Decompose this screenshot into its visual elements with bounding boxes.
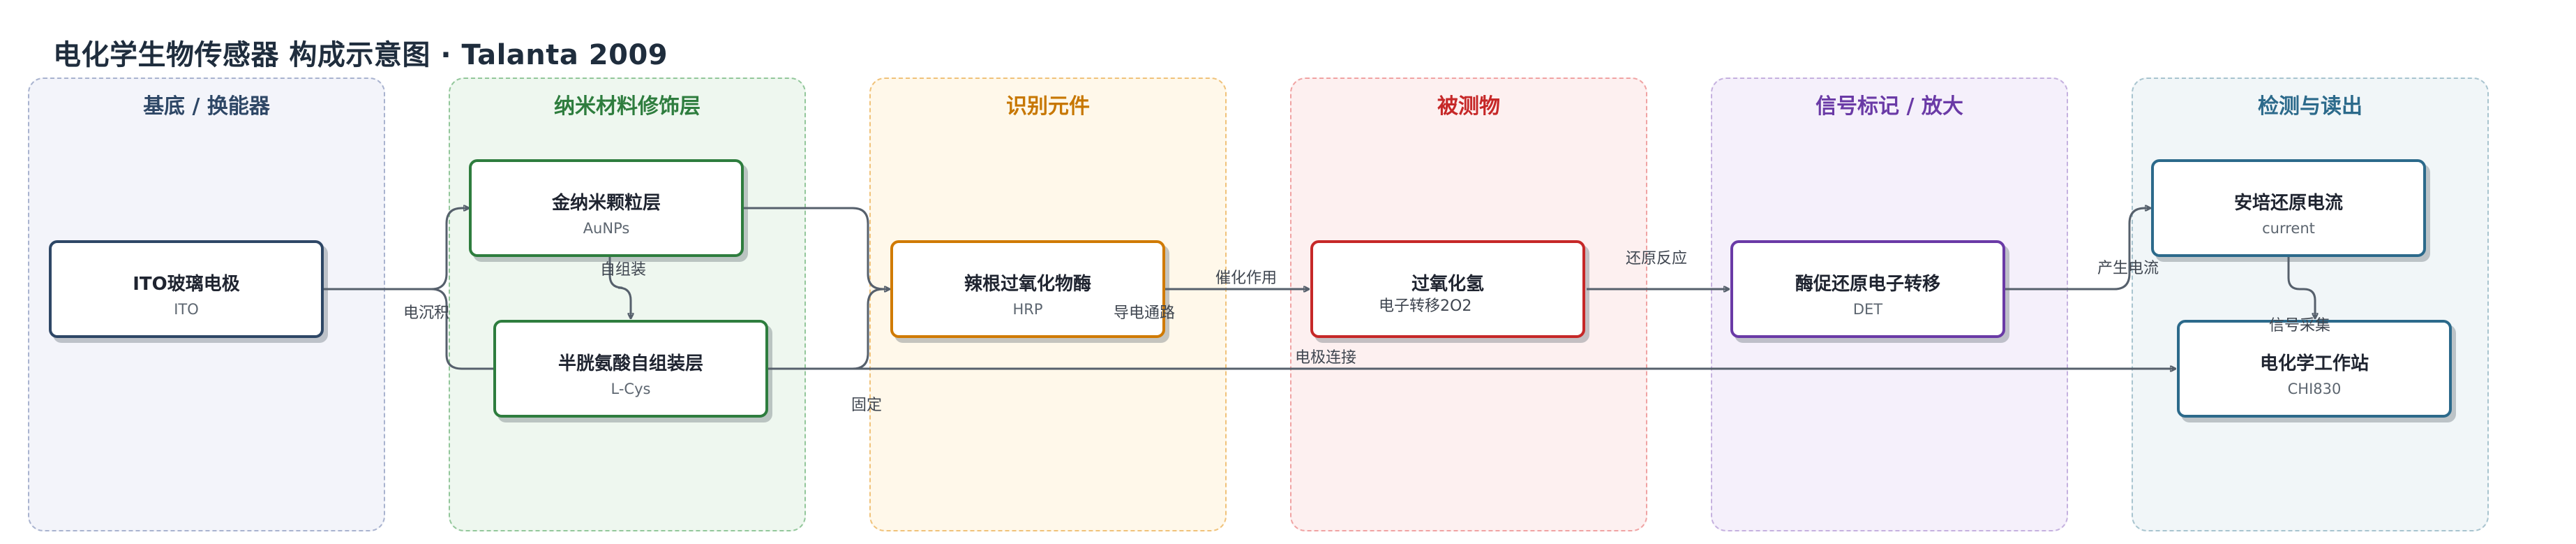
node-sub: DET [1852,301,1883,318]
panel-title-detection: 检测与读出 [2258,94,2362,119]
edge-label-self-assembly: 自组装 [600,261,647,279]
edge-label-electron-transfer: 电子转移2O2 [1379,297,1472,315]
node-name: 半胱氨酸自组装层 [557,353,703,374]
node-name: 过氧化氢 [1411,274,1484,295]
panel-title-nanomaterial: 纳米材料修饰层 [554,94,701,119]
node-name: 酶促还原电子转移 [1795,274,1940,295]
node-gold-nanoparticles: 金纳米颗粒层 AuNPs [469,159,744,257]
node-name: 辣根过氧化物酶 [964,274,1091,295]
panel-title-recognition: 识别元件 [1006,94,1090,119]
edge-label-reduction: 还原反应 [1626,250,1688,267]
edge-ito-aunps [322,208,469,291]
edge-label-conductive-path: 导电通路 [1114,304,1176,322]
edge-label-signal-acquisition: 信号采集 [2269,317,2331,335]
panel-title-substrate: 基底 / 换能器 [143,94,270,119]
edge-aunps-lcys [608,257,631,318]
node-cysteine-layer: 半胱氨酸自组装层 L-Cys [493,320,768,418]
panel-detection: 检测与读出 [2132,78,2489,531]
node-sub: ITO [174,301,199,318]
edge-label-electrodeposition: 电沉积 [403,304,450,322]
node-enzymatic-det: 酶促还原电子转移 DET [1730,240,2005,338]
node-hrp: 辣根过氧化物酶 HRP [890,240,1165,338]
node-hydrogen-peroxide: 过氧化氢 [1310,240,1585,338]
edge-label-immobilization: 固定 [851,397,883,414]
node-amperometric-current: 安培还原电流 current [2151,159,2426,257]
node-sub: current [2262,220,2315,237]
node-name: 金纳米颗粒层 [551,193,661,214]
panel-title-signal: 信号标记 / 放大 [1815,94,1963,119]
node-sub: AuNPs [583,220,630,237]
node-sub: CHI830 [2287,381,2342,397]
node-name: 安培还原电流 [2233,193,2343,214]
edge-aunps-hrp [744,207,890,289]
edge-ito-workstation [430,288,2176,369]
edge-label-current-generation: 产生电流 [2097,260,2159,277]
edge-label-electrode-connection: 电极连接 [1295,349,1357,367]
edge-label-catalysis: 催化作用 [1215,270,1278,287]
node-sub: L-Cys [611,381,651,397]
panel-title-analyte: 被测物 [1437,94,1500,119]
edge-current-workstation [2287,257,2315,318]
node-ito-electrode: ITO玻璃电极 ITO [49,240,324,338]
edge-lcys-hrp [766,288,884,370]
node-name: ITO玻璃电极 [133,274,240,295]
node-sub: HRP [1012,301,1043,318]
panel-nanomaterial: 纳米材料修饰层 [449,78,806,531]
node-name: 电化学工作站 [2259,353,2369,374]
edge-det-current [2005,208,2150,291]
node-electrochemical-workstation: 电化学工作站 CHI830 [2177,320,2452,418]
diagram-title: 电化学生物传感器 构成示意图 · Talanta 2009 [53,39,668,71]
